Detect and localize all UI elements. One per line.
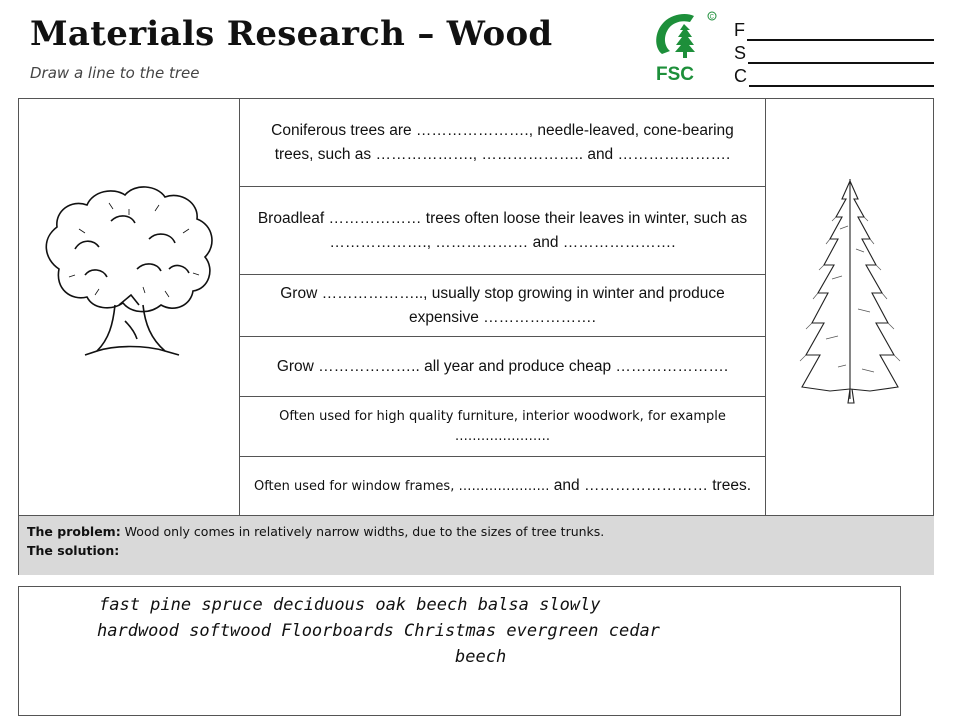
name-field-s[interactable]: S	[734, 41, 934, 64]
problem-text: Wood only comes in relatively narrow wid…	[120, 524, 605, 539]
oak-tree-icon	[45, 186, 213, 356]
problem-solution-box: The problem: Wood only comes in relative…	[19, 515, 934, 575]
fill-in-row-window-frames: Often used for window frames, ………………… an…	[253, 477, 752, 495]
page-title: Materials Research – Wood	[30, 14, 553, 54]
pine-tree-icon	[799, 179, 901, 404]
word-bank-line-1: fast pine spruce deciduous oak beech bal…	[99, 595, 601, 615]
fill-in-row-furniture: Often used for high quality furniture, i…	[240, 397, 765, 457]
svg-text:C: C	[710, 14, 715, 20]
worksheet-table: Coniferous trees are …………………., needle-le…	[18, 98, 934, 575]
fill-in-row-grow-fast: Grow ……………….. all year and produce cheap…	[240, 337, 765, 397]
solution-label: The solution:	[27, 543, 120, 559]
oak-tree-cell	[19, 99, 240, 515]
name-field-f[interactable]: F	[734, 18, 934, 41]
problem-label: The problem:	[27, 524, 121, 539]
instruction-subtitle: Draw a line to the tree	[30, 64, 200, 82]
fill-in-row-coniferous: Coniferous trees are …………………., needle-le…	[240, 99, 765, 187]
fill-in-row-grow-slow: Grow ……………….., usually stop growing in w…	[240, 275, 765, 337]
fsc-logo-icon: FSC C	[656, 11, 717, 85]
fsc-logo-text: FSC	[656, 64, 694, 85]
name-fields: F S C	[734, 18, 934, 87]
word-bank-line-3: beech	[455, 647, 507, 667]
word-bank: fast pine spruce deciduous oak beech bal…	[18, 586, 901, 716]
pine-tree-cell	[765, 99, 935, 515]
word-bank-line-2: hardwood softwood Floorboards Christmas …	[97, 621, 660, 641]
name-field-c[interactable]: C	[734, 64, 934, 87]
fill-in-row-broadleaf: Broadleaf ……………… trees often loose their…	[240, 187, 765, 275]
